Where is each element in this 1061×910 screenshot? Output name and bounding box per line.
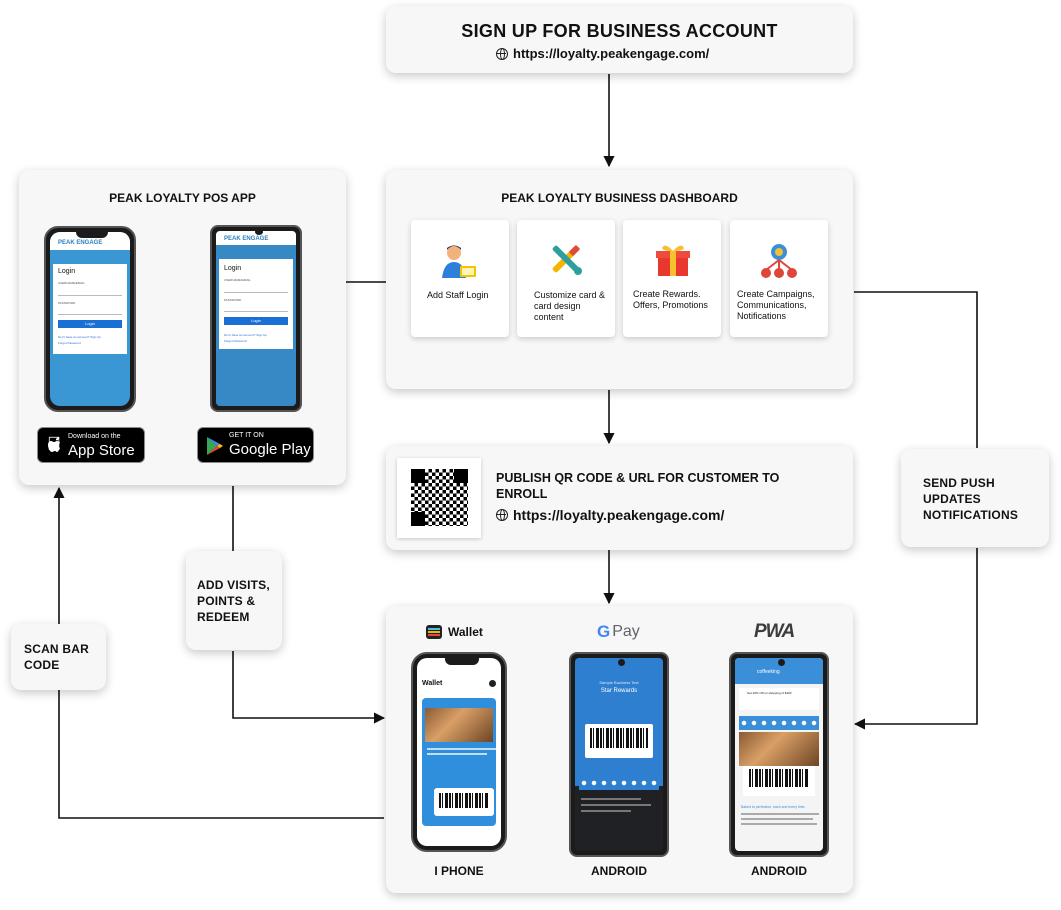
signup-card: SIGN UP FOR BUSINESS ACCOUNT https://loy… <box>386 6 853 73</box>
pos-iphone-mockup: PEAK ENGAGE Login USERNAME/EMAIL PASSWOR… <box>44 226 136 412</box>
dashboard-card: PEAK LOYALTY BUSINESS DASHBOARD Add Staf… <box>386 170 853 389</box>
line-dashboard-to-push <box>854 291 978 448</box>
wallets-card: Wallet G Pay PWA Wallet <box>386 606 853 893</box>
gpay-android-mockup: Sample Business Test Star Rewards <box>569 652 669 857</box>
push-notifications-label: SEND PUSH UPDATES NOTIFICATIONS <box>923 476 1019 522</box>
google-play-big-text: Google Play <box>229 441 311 458</box>
gpay-card-title: Star Rewards <box>600 688 638 694</box>
dashboard-item-customize-card-label: Customize card & card design content <box>534 290 606 322</box>
campaign-network-icon <box>761 244 797 278</box>
wallet-barcode <box>439 793 489 808</box>
design-tools-icon <box>552 245 582 275</box>
iphone-wallet-mockup: Wallet <box>411 652 507 852</box>
android-caption-gpay: ANDROID <box>591 864 647 878</box>
pwa-android-mockup: coffeeking Get 20% Off on shopping of $1… <box>729 652 829 857</box>
pwa-barcode <box>749 769 809 787</box>
wallet-add-icon[interactable] <box>489 680 496 687</box>
pos-login-button[interactable]: Login <box>58 320 122 328</box>
dashboard-item-customize-card[interactable]: Customize card & card design content <box>517 220 615 337</box>
wallet-screen-title: Wallet <box>422 680 443 687</box>
pos-password-field-android[interactable] <box>224 307 288 312</box>
app-store-big-text: App Store <box>68 442 135 459</box>
pwa-logo: PWA <box>754 621 795 642</box>
dashboard-item-campaigns-label: Create Campaigns, Communications, Notifi… <box>737 289 815 321</box>
signup-title: SIGN UP FOR BUSINESS ACCOUNT <box>461 21 778 41</box>
globe-icon <box>496 509 508 521</box>
dashboard-item-staff-login-label: Add Staff Login <box>427 290 489 300</box>
pwa-offer-text: Get 20% Off on shopping of $100 <box>747 691 792 695</box>
scan-barcode-label: SCAN BAR CODE <box>24 642 89 672</box>
pos-android-mockup: PEAK ENGAGE Login USERNAME/EMAIL PASSWOR… <box>210 225 302 412</box>
android-caption-pwa: ANDROID <box>751 864 807 878</box>
pwa-header: PWA <box>754 621 795 643</box>
line-wallets-to-scan <box>58 690 384 819</box>
qr-code-icon[interactable] <box>411 469 468 526</box>
publish-url[interactable]: https://loyalty.peakengage.com/ <box>513 507 725 523</box>
pwa-app-name: coffeeking <box>757 669 780 675</box>
staff-login-icon <box>442 245 476 278</box>
google-play-icon <box>207 437 223 455</box>
publish-title: PUBLISH QR CODE & URL FOR CUSTOMER TO EN… <box>496 471 780 501</box>
pwa-stamps-row <box>739 716 819 730</box>
arrow-push-to-wallets <box>853 548 978 730</box>
arrow-visits-to-wallets <box>232 651 386 724</box>
google-play-badge[interactable]: GET IT ON Google Play <box>197 427 314 463</box>
pos-login-button-android[interactable]: Login <box>224 317 288 325</box>
app-store-small-text: Download on the <box>68 433 121 440</box>
pwa-offer-banner[interactable]: Get 20% Off on shopping of $100 <box>739 688 819 710</box>
pos-signup-link-android[interactable]: Don't have an account? Sign Up <box>224 333 267 337</box>
scan-barcode-note: SCAN BAR CODE <box>11 624 106 690</box>
dashboard-item-rewards[interactable]: Create Rewards. Offers, Promotions <box>623 220 721 337</box>
gpay-barcode-box <box>585 724 653 758</box>
pos-forgot-link-android[interactable]: Forgot Password <box>224 339 247 343</box>
apple-logo-icon <box>48 437 60 452</box>
push-notifications-note: SEND PUSH UPDATES NOTIFICATIONS <box>901 449 1049 547</box>
qr-code-frame <box>397 458 481 538</box>
pos-login-title: Login <box>58 268 76 275</box>
gpay-barcode <box>590 728 648 748</box>
globe-icon <box>496 47 508 60</box>
pos-username-label: USERNAME/EMAIL <box>58 281 85 285</box>
gpay-stamps-row <box>579 776 659 790</box>
pos-brand-logo-android: PEAK ENGAGE <box>224 236 269 242</box>
pos-username-field[interactable] <box>58 291 122 296</box>
iphone-caption: I PHONE <box>434 864 484 878</box>
pos-password-field[interactable] <box>58 310 122 315</box>
apple-wallet-label: Wallet <box>448 625 483 639</box>
pwa-barcode-box <box>743 766 815 796</box>
add-visits-note: ADD VISITS, POINTS & REDEEM <box>186 551 282 650</box>
pos-signup-link[interactable]: Don't have an account? Sign Up <box>58 335 101 339</box>
dashboard-item-campaigns[interactable]: Create Campaigns, Communications, Notifi… <box>730 220 828 337</box>
google-play-small-text: GET IT ON <box>229 432 264 439</box>
pos-app-card: PEAK LOYALTY POS APP PEAK ENGAGE Login U… <box>19 170 346 485</box>
dashboard-item-rewards-label: Create Rewards. Offers, Promotions <box>633 289 708 310</box>
pos-login-title-android: Login <box>224 265 242 272</box>
pos-password-label-android: PASSWORD <box>224 298 242 302</box>
pos-app-title: PEAK LOYALTY POS APP <box>109 191 256 205</box>
google-g-icon: G <box>597 622 611 641</box>
pos-username-field-android[interactable] <box>224 288 288 293</box>
apple-wallet-header: Wallet <box>426 625 483 639</box>
wallet-barcode-box <box>434 788 494 816</box>
signup-url-row[interactable]: https://loyalty.peakengage.com/ <box>496 46 709 61</box>
dashboard-item-staff-login[interactable]: Add Staff Login <box>411 220 509 337</box>
gpay-label: Pay <box>612 623 640 640</box>
wallet-loyalty-pass[interactable] <box>422 698 497 826</box>
publish-url-row[interactable]: https://loyalty.peakengage.com/ <box>496 507 724 523</box>
pos-brand-logo: PEAK ENGAGE <box>58 240 103 246</box>
signup-url[interactable]: https://loyalty.peakengage.com/ <box>513 46 710 61</box>
dashboard-title: PEAK LOYALTY BUSINESS DASHBOARD <box>501 191 738 205</box>
pos-username-label-android: USERNAME/EMAIL <box>224 278 251 282</box>
add-visits-label: ADD VISITS, POINTS & REDEEM <box>197 578 270 624</box>
wallet-app-icon <box>426 625 442 639</box>
publish-card: PUBLISH QR CODE & URL FOR CUSTOMER TO EN… <box>386 446 853 550</box>
pos-password-label: PASSWORD <box>58 301 76 305</box>
gpay-header: G Pay <box>597 622 640 642</box>
gpay-business-name: Sample Business Test <box>599 680 639 685</box>
gift-icon <box>656 245 690 276</box>
pwa-tagline: Baked to perfection, each and every time… <box>741 805 806 809</box>
pos-forgot-link[interactable]: Forgot Password <box>58 341 81 345</box>
app-store-badge[interactable]:  Download on the App Store <box>37 427 145 463</box>
